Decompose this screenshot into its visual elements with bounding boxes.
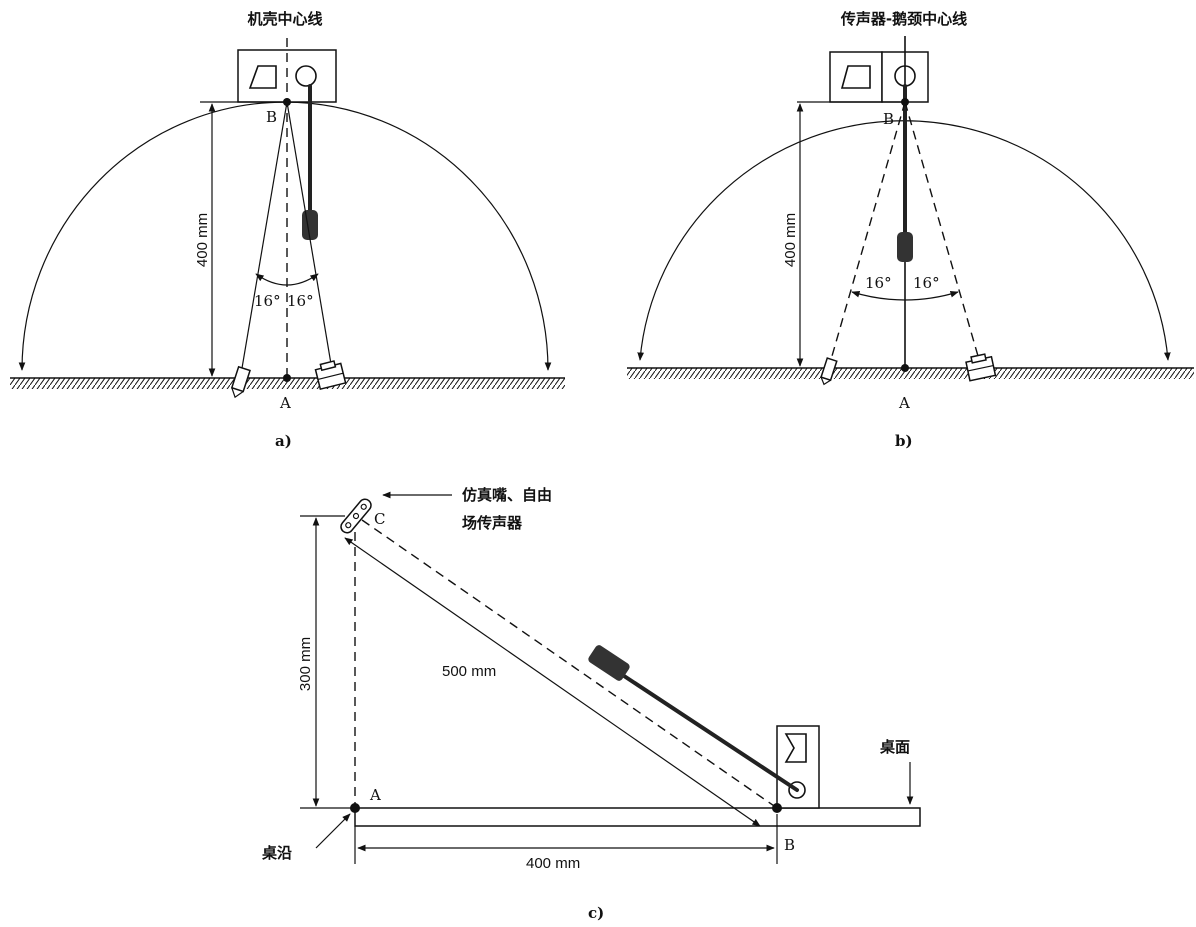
fig-c-diagonal-dash [361, 519, 778, 809]
fig-c-point-b [772, 803, 782, 813]
fig-b-right-angle-line [904, 101, 983, 371]
fig-a-label-a: A [279, 394, 291, 412]
fig-b-point-b [901, 98, 909, 106]
fig-c-height-label: 300 mm [297, 637, 314, 691]
fig-a-height-label: 400 mm [194, 213, 211, 267]
fig-b-point-a [901, 364, 909, 372]
fig-c-label-c: C [374, 510, 385, 528]
fig-c-mic-icon [788, 781, 806, 799]
fig-a-speaker-icon [248, 65, 277, 89]
fig-c-mouth-label-2: 场传声器 [462, 514, 523, 532]
fig-a-arc [18, 101, 552, 371]
fig-b-label-b: B [883, 110, 894, 128]
fig-a-point-a [283, 374, 291, 382]
fig-c-width-label: 400 mm [526, 855, 580, 872]
fig-b-angle-right-label: 16° [913, 274, 940, 292]
fig-a-mic-icon [295, 65, 317, 87]
fig-c-label-b: B [784, 836, 795, 854]
fig-c-desk-edge-label: 桌沿 [261, 844, 292, 862]
fig-c-diagonal-dim [344, 537, 761, 827]
fig-a-label-b: B [266, 108, 277, 126]
figure-a: 机壳中心线 B [10, 10, 565, 450]
fig-b-speaker-box [829, 51, 883, 103]
fig-c-device-box [776, 725, 820, 809]
fig-c-gooseneck [616, 670, 799, 792]
fig-c-mouth-mic-icon [340, 498, 372, 534]
fig-c-mouth-label-1: 仿真嘴、自由 [462, 486, 552, 504]
fig-b-gooseneck-tip [897, 232, 913, 262]
figure-b: 传声器-鹅颈中心线 [627, 10, 1194, 450]
fig-b-label-a: A [898, 394, 910, 412]
figure-c: 500 mm C 仿真嘴、自由 场传声器 300 mm A B 400 mm 桌… [261, 486, 921, 922]
fig-a-right-angle-line [286, 101, 333, 371]
fig-b-caption: b) [895, 432, 913, 450]
fig-c-desk-edge-pointer [315, 813, 351, 849]
fig-c-caption: c) [588, 904, 604, 922]
fig-b-height-label: 400 mm [782, 213, 799, 267]
fig-a-angle-right-label: 16° [287, 292, 314, 310]
fig-c-label-a: A [369, 786, 381, 804]
fig-c-desk [354, 807, 921, 827]
fig-b-angle-left-label: 16° [865, 274, 892, 292]
fig-a-left-angle-line [239, 101, 288, 381]
fig-a-caption: a) [275, 432, 292, 450]
fig-a-left-mic-icon [230, 365, 251, 399]
fig-b-title: 传声器-鹅颈中心线 [840, 10, 967, 28]
fig-a-ground-hatch [10, 378, 565, 389]
fig-a-angle-arc [255, 273, 319, 286]
fig-a-point-b [283, 98, 291, 106]
fig-a-title: 机壳中心线 [247, 10, 322, 28]
fig-c-speaker-icon [784, 733, 807, 763]
fig-b-angle-arc [851, 290, 959, 301]
fig-b-left-mic-icon [820, 357, 838, 386]
fig-c-point-a [350, 803, 360, 813]
fig-b-ground-hatch [627, 368, 1194, 379]
fig-b-speaker-icon [840, 65, 871, 89]
fig-b-right-mic-icon [965, 353, 997, 382]
fig-c-desk-surface-label: 桌面 [879, 738, 910, 756]
fig-a-angle-left-label: 16° [254, 292, 281, 310]
fig-b-left-angle-line [827, 101, 906, 371]
fig-c-diagonal-label: 500 mm [442, 663, 496, 680]
fig-a-right-mic-icon [314, 360, 347, 391]
